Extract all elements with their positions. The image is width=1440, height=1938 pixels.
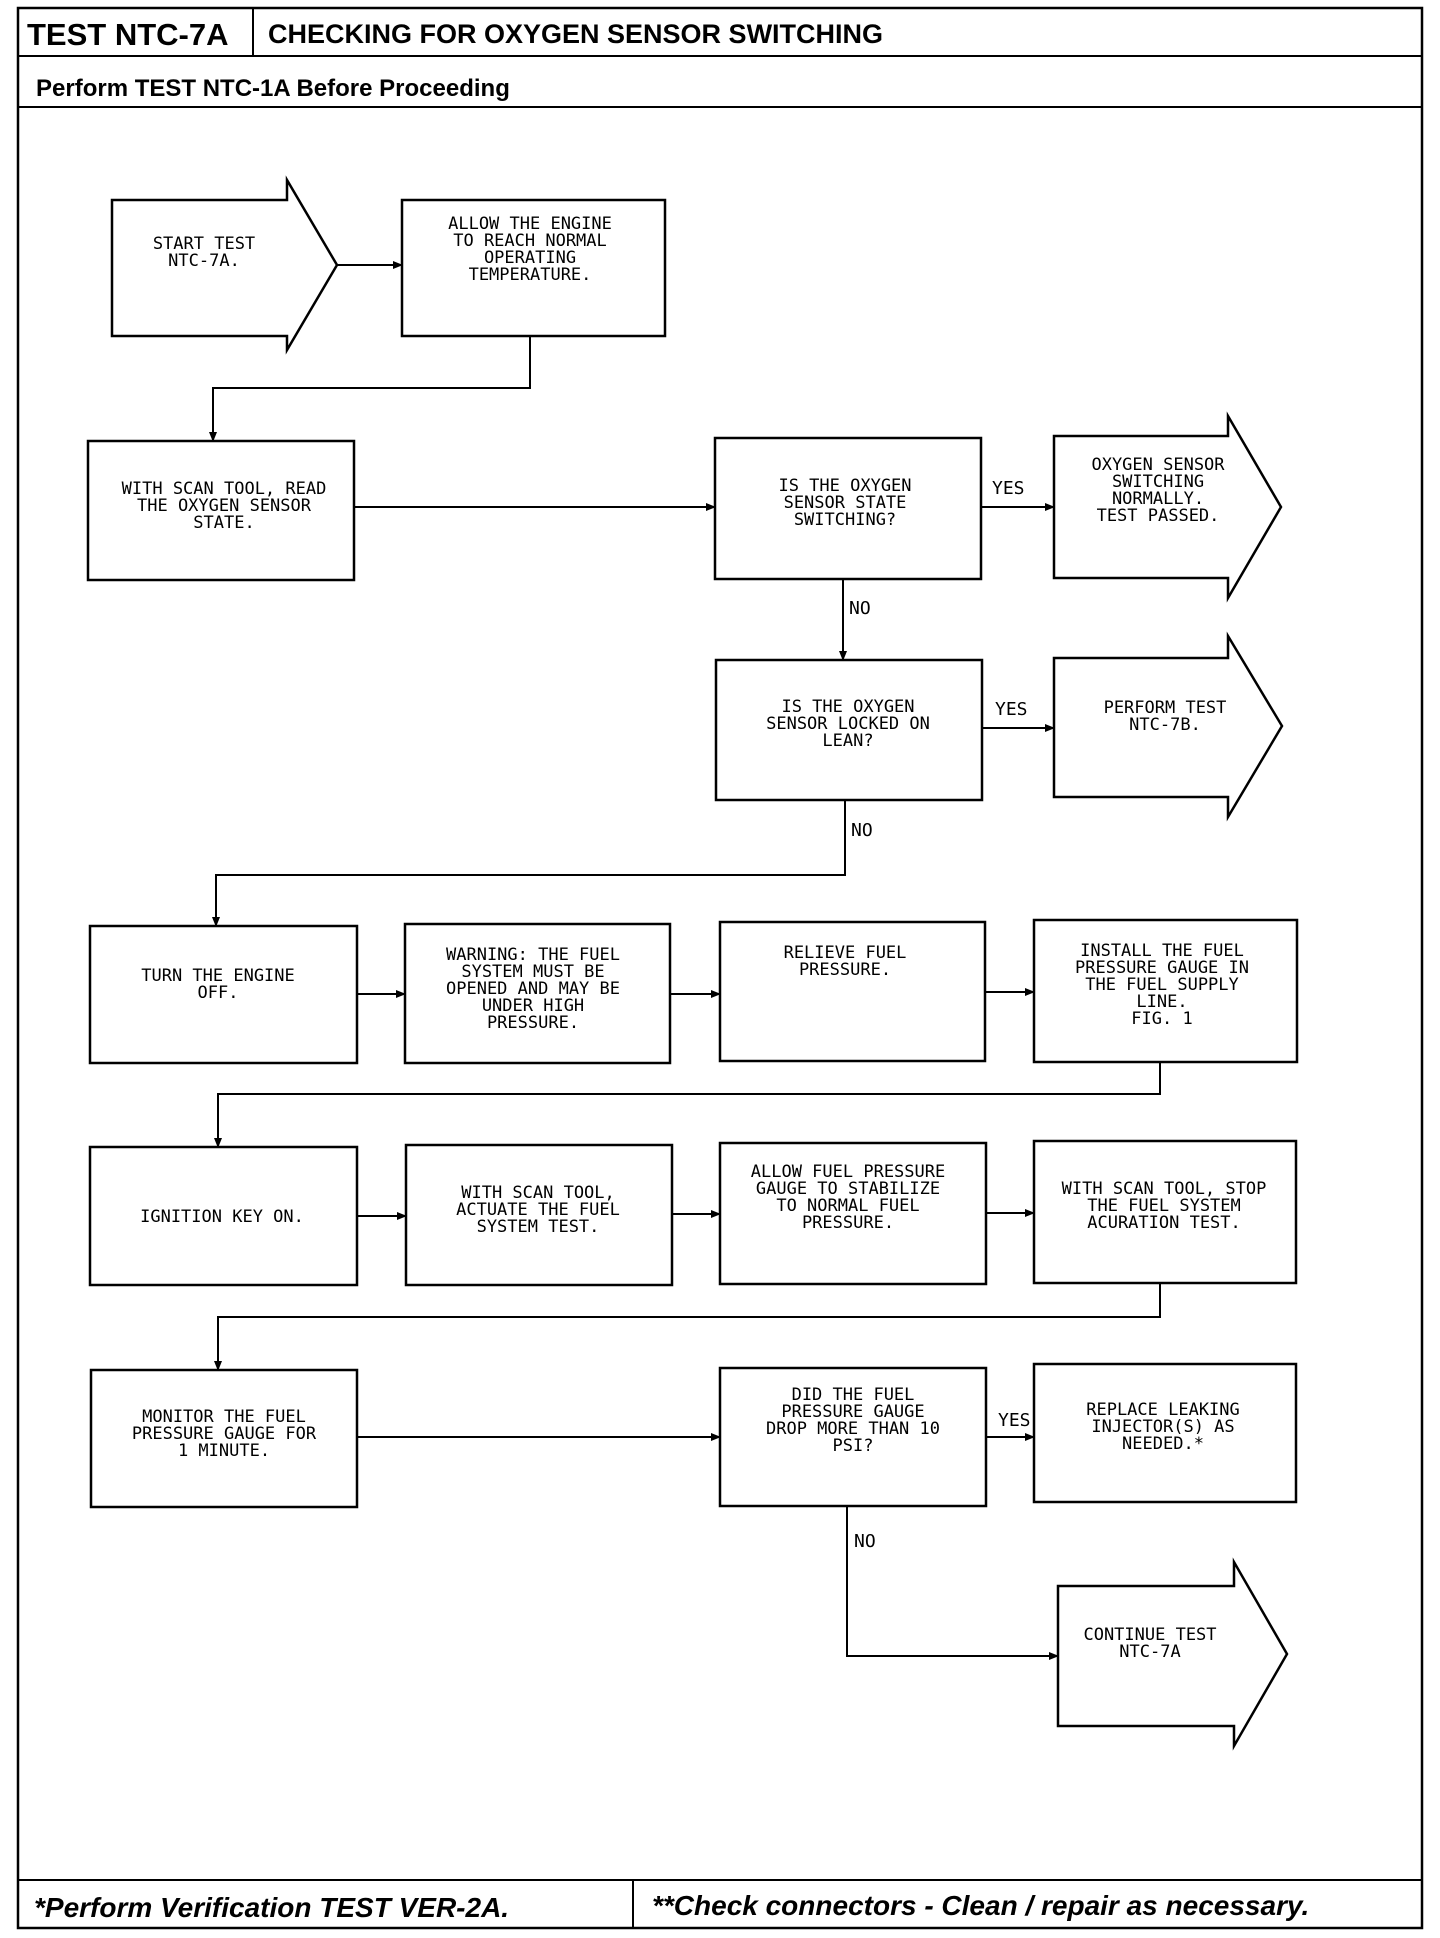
is-switching-decision-box — [713, 436, 983, 581]
yes-label-switching: YES — [992, 478, 1025, 499]
footer-verification-note: *Perform Verification TEST VER-2A. — [34, 1892, 509, 1923]
allow-engine-box — [400, 198, 667, 338]
outer-border — [16, 6, 1424, 1930]
start-test-arrow — [110, 175, 339, 355]
arrow-locked-no — [212, 800, 846, 927]
yes-label-locked: YES — [995, 699, 1028, 720]
no-label-locked: NO — [851, 820, 873, 841]
arrow-stop-to-monitor — [214, 1283, 1161, 1371]
test-title: CHECKING FOR OXYGEN SENSOR SWITCHING — [268, 19, 883, 49]
arrow-install-to-ignition — [214, 1062, 1161, 1148]
install-gauge-box — [1032, 918, 1299, 1064]
actuate-test-box — [404, 1143, 674, 1287]
engine-off-box — [88, 924, 359, 1065]
stabilize-box — [718, 1141, 988, 1286]
relieve-pressure-box — [718, 920, 987, 1063]
test-id: TEST NTC-7A — [27, 17, 229, 52]
monitor-gauge-box — [89, 1368, 359, 1509]
arrow-allow-to-read — [209, 336, 531, 442]
replace-injector-box — [1032, 1362, 1298, 1504]
continue-test-arrow — [1056, 1557, 1289, 1751]
ignition-on-box — [88, 1145, 359, 1287]
no-label-drop: NO — [854, 1531, 876, 1552]
read-sensor-box — [86, 439, 356, 582]
locked-lean-decision-box — [714, 658, 984, 802]
drop-10psi-decision-box — [718, 1366, 988, 1508]
footer-connector-note: **Check connectors - Clean / repair as n… — [652, 1890, 1309, 1921]
ignition-on-text: IGNITION KEY ON. — [140, 1207, 304, 1227]
warning-box — [403, 922, 672, 1065]
arrow-drop-no — [846, 1506, 1059, 1660]
test-passed-arrow — [1052, 411, 1283, 603]
no-label-switching: NO — [849, 598, 871, 619]
stop-test-box — [1032, 1139, 1298, 1285]
prerequisite: Perform TEST NTC-1A Before Proceeding — [36, 75, 510, 102]
perform-ntc-7b-arrow — [1052, 631, 1284, 822]
yes-label-drop: YES — [998, 1410, 1031, 1431]
